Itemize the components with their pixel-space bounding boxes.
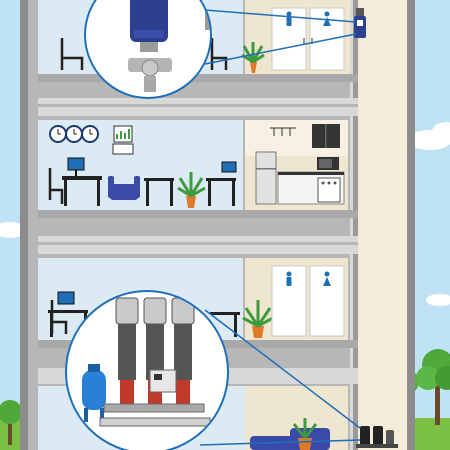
utensil-rail <box>270 127 296 136</box>
plant-icon <box>177 172 206 208</box>
magnifier-booster-set-closeup <box>65 290 229 450</box>
water-riser-pipe <box>350 0 353 450</box>
pump-station-ground <box>356 426 398 448</box>
restroom-woman-icon <box>323 11 331 26</box>
pump-column <box>115 297 139 404</box>
wall-clock-icon <box>81 125 99 143</box>
wall-clock-icon <box>65 125 83 143</box>
monitor-icon <box>57 291 75 305</box>
base-frame <box>99 417 211 427</box>
sofa-icon <box>108 176 140 200</box>
desk-icon <box>210 312 240 337</box>
stove-icon <box>317 177 341 203</box>
chair-icon <box>48 168 64 204</box>
kitchen-cabinet <box>312 124 340 148</box>
pump-body <box>130 0 168 42</box>
monitor-icon <box>67 157 85 176</box>
chair-icon <box>60 38 84 70</box>
floor-slab <box>38 210 358 218</box>
magnifier-pump-closeup <box>84 0 212 99</box>
wall-clock-icon <box>49 125 67 143</box>
monitor-icon <box>221 161 237 173</box>
callout-line <box>199 9 361 446</box>
restroom-door-women <box>309 265 345 337</box>
booster-pump-floor-1 <box>354 8 366 38</box>
tree-icon <box>416 349 450 425</box>
chair-icon <box>210 38 228 70</box>
control-panel <box>149 369 177 393</box>
desk-icon <box>144 178 174 206</box>
manifold-pipe <box>103 403 205 413</box>
cloud <box>0 122 450 306</box>
tree-icon <box>0 400 22 445</box>
plant-icon <box>242 300 274 338</box>
desk-icon <box>206 178 236 206</box>
restroom-man-icon <box>286 11 292 26</box>
service-shaft <box>358 0 407 450</box>
restroom-woman-icon <box>323 271 331 286</box>
restroom-man-icon <box>286 271 292 286</box>
chair-icon <box>50 300 68 334</box>
desk-icon <box>62 176 102 206</box>
microwave-icon <box>317 157 339 170</box>
wall-chart <box>113 125 133 143</box>
fridge-icon <box>255 151 277 205</box>
expansion-vessel <box>82 364 106 422</box>
floor-slab <box>38 74 358 82</box>
